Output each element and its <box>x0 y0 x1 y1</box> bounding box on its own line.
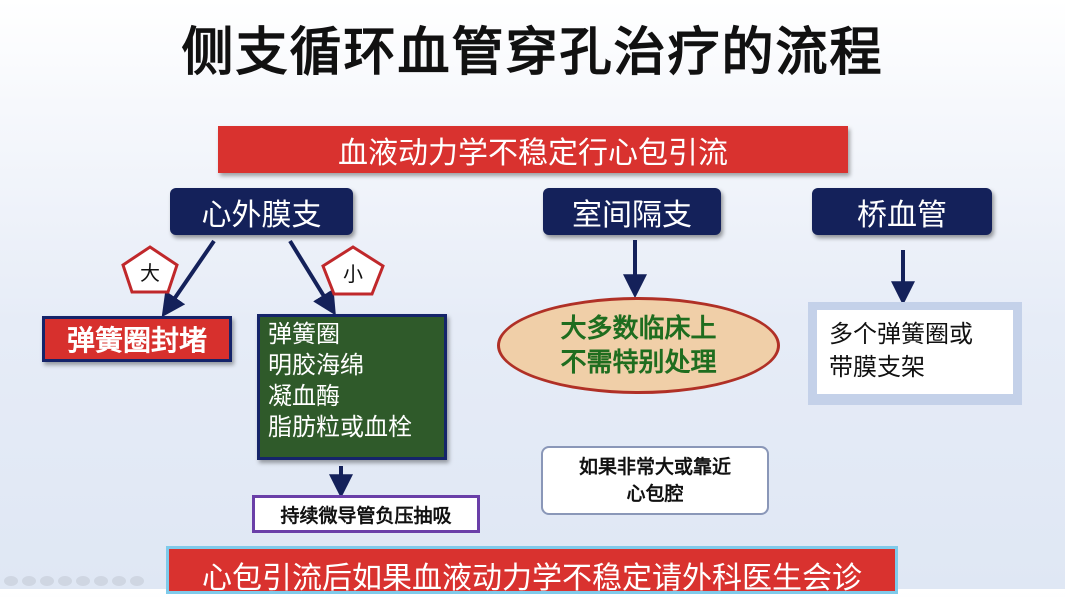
septal-outcome-line: 大多数临床上 <box>560 313 717 344</box>
arrow-to-large <box>161 239 216 318</box>
arrow-to-small <box>288 239 336 316</box>
pentagon-large: 大 <box>121 245 179 294</box>
slide-toolbar <box>0 576 144 588</box>
toolbar-dot-icon[interactable] <box>130 576 144 586</box>
septal-outcome-line: 不需特别处理 <box>560 347 717 378</box>
septal-outcome-ellipse: 大多数临床上 不需特别处理 <box>497 297 780 394</box>
small-treatment-item: 弹簧圈 <box>268 320 340 348</box>
toolbar-dot-icon[interactable] <box>58 576 72 586</box>
size-label-large: 大 <box>140 261 160 285</box>
small-treatment-item: 明胶海绵 <box>268 351 364 379</box>
branch-septal: 室间隔支 <box>543 188 721 235</box>
bridge-treatment-line: 多个弹簧圈或 <box>829 320 973 348</box>
septal-note-box: 如果非常大或靠近 心包腔 <box>541 446 769 515</box>
toolbar-dot-icon[interactable] <box>40 576 54 586</box>
top-banner-pericardial-drainage: 血液动力学不稳定行心包引流 <box>218 126 848 173</box>
small-treatment-list: 弹簧圈 明胶海绵 凝血酶 脂肪粒或血栓 <box>257 314 447 460</box>
pentagon-small: 小 <box>321 245 385 296</box>
toolbar-dot-icon[interactable] <box>22 576 36 586</box>
toolbar-dot-icon[interactable] <box>4 576 18 586</box>
large-treatment-coil-occlusion: 弹簧圈封堵 <box>42 316 232 362</box>
toolbar-dot-icon[interactable] <box>94 576 108 586</box>
size-label-small: 小 <box>343 262 363 286</box>
bottom-banner-surgical-consult: 心包引流后如果血液动力学不稳定请外科医生会诊 <box>166 546 898 596</box>
septal-note-line: 如果非常大或靠近 <box>578 455 731 478</box>
small-treatment-item: 脂肪粒或血栓 <box>268 413 412 441</box>
branch-epicardial: 心外膜支 <box>170 188 353 235</box>
toolbar-dot-icon[interactable] <box>112 576 126 586</box>
bridge-treatment-box: 多个弹簧圈或 带膜支架 <box>817 310 1013 394</box>
toolbar-dot-icon[interactable] <box>76 576 90 586</box>
branch-bridge-graft: 桥血管 <box>812 188 992 235</box>
septal-note-line: 心包腔 <box>626 482 684 505</box>
small-treatment-item: 凝血酶 <box>268 382 340 410</box>
suction-box: 持续微导管负压抽吸 <box>252 495 480 533</box>
page-title: 侧支循环血管穿孔治疗的流程 <box>181 23 884 83</box>
bridge-treatment-line: 带膜支架 <box>829 353 925 381</box>
